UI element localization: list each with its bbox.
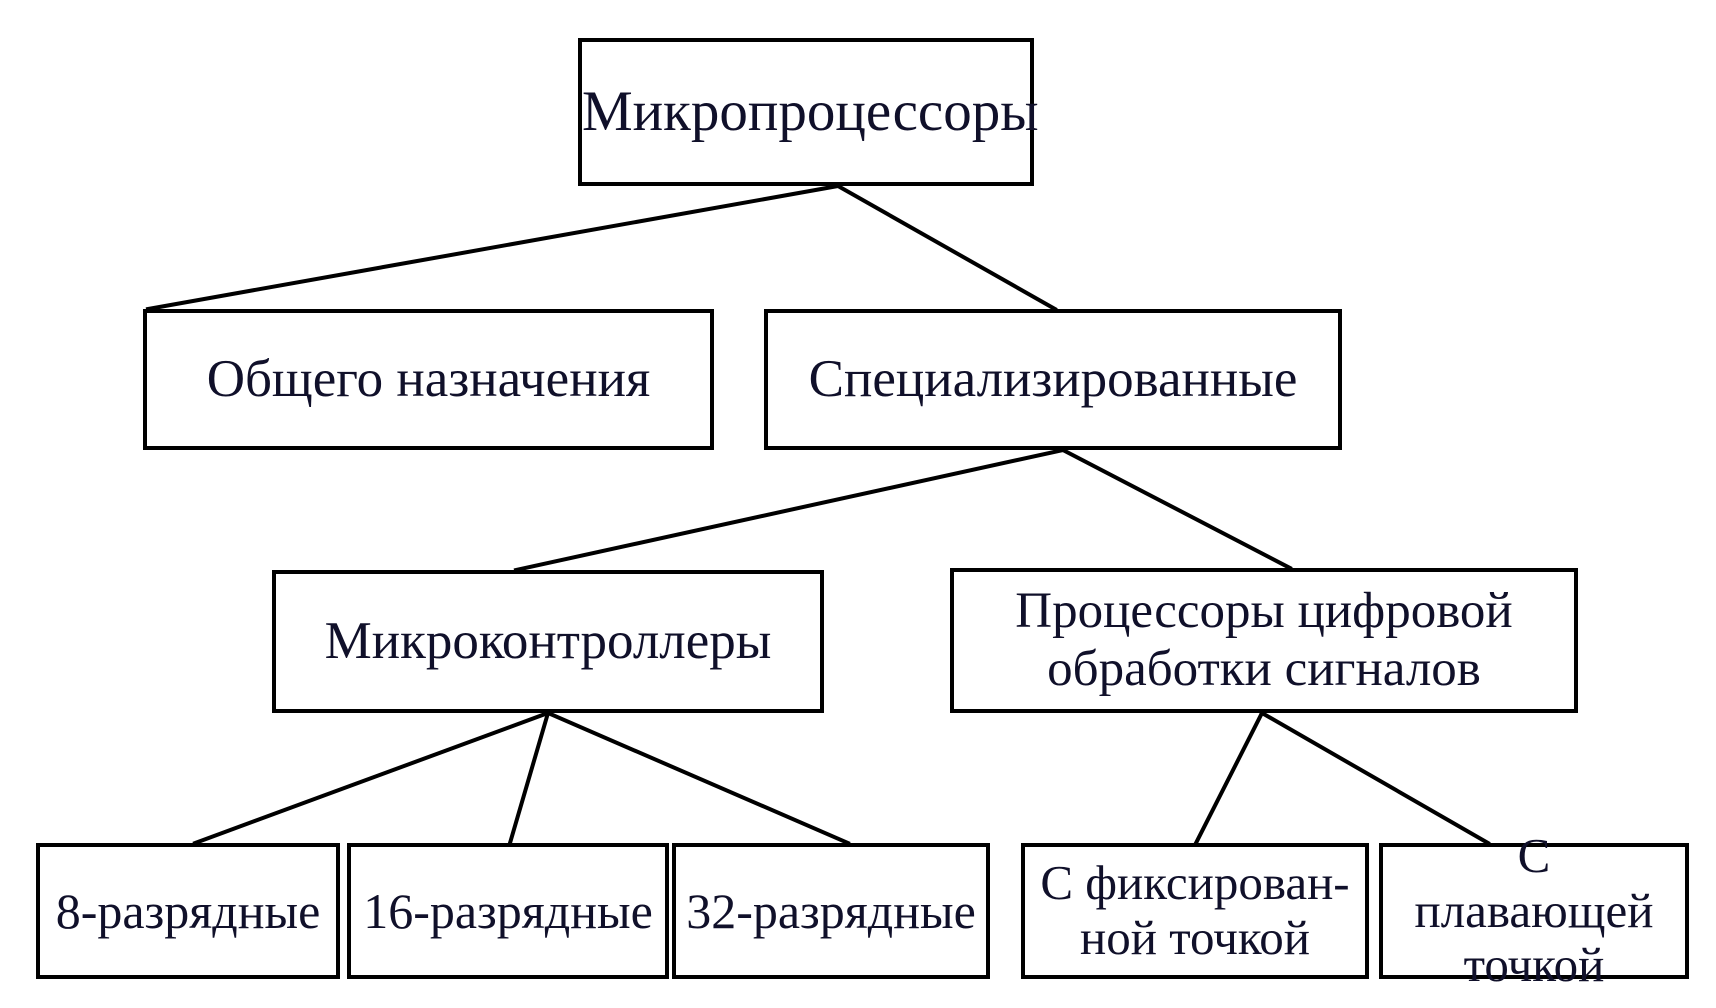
node-digital-signal-processors-label: Процессоры цифровой обработки сигналов	[1015, 583, 1513, 697]
node-digital-signal-processors[interactable]: Процессоры цифровой обработки сигналов	[950, 568, 1578, 713]
edge-special-to-dsp	[1060, 447, 1293, 571]
node-floating-point[interactable]: С плавающей точкой	[1379, 828, 1689, 992]
node-floating-point-label: С плавающей точкой	[1414, 827, 1654, 993]
node-general-purpose[interactable]: Общего назначения	[143, 309, 714, 450]
node-32-bit[interactable]: 32-разрядные	[672, 843, 990, 979]
node-fixed-point-label: С фиксирован- ной точкой	[1040, 855, 1350, 965]
node-16-bit-label: 16-разрядные	[363, 883, 653, 939]
node-specialized[interactable]: Специализированные	[764, 309, 1342, 450]
edge-mcu-to-bit8	[192, 710, 551, 846]
node-microcontrollers[interactable]: Микроконтроллеры	[272, 570, 824, 713]
node-8-bit-label: 8-разрядные	[55, 883, 321, 939]
edge-mcu-to-bit16	[507, 710, 551, 846]
edge-root-to-special	[835, 183, 1058, 312]
node-fixed-point[interactable]: С фиксирован- ной точкой	[1021, 843, 1369, 979]
edge-special-to-mcu	[513, 447, 1066, 573]
node-32-bit-label: 32-разрядные	[686, 883, 976, 939]
edge-dsp-to-fixed	[1193, 710, 1265, 846]
node-microcontrollers-label: Микроконтроллеры	[324, 611, 772, 670]
node-microprocessors-label: Микропроцессоры	[582, 80, 1039, 144]
node-microprocessors[interactable]: Микропроцессоры	[578, 38, 1039, 186]
edge-dsp-to-float	[1259, 710, 1491, 846]
edge-mcu-to-bit32	[545, 710, 851, 846]
edge-root-to-general	[145, 183, 841, 312]
node-16-bit[interactable]: 16-разрядные	[347, 843, 669, 979]
node-specialized-label: Специализированные	[808, 349, 1298, 408]
node-8-bit[interactable]: 8-разрядные	[36, 843, 340, 979]
node-general-purpose-label: Общего назначения	[206, 349, 651, 408]
